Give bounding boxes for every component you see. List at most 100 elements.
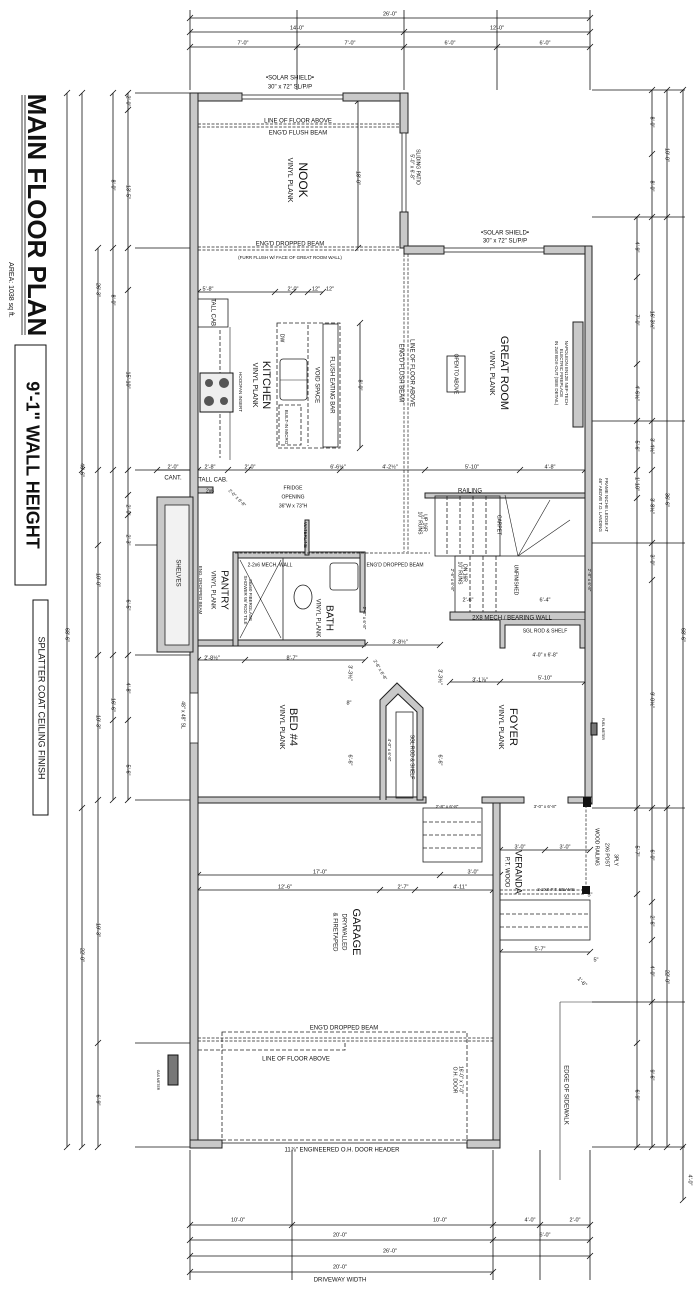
dimension-right: 6'-9" <box>634 1090 640 1101</box>
stair-up <box>434 495 501 557</box>
beam-lines <box>192 123 493 1141</box>
dimension-interior: 5" <box>587 892 592 898</box>
dimension-tick <box>541 846 549 854</box>
wall <box>232 551 239 647</box>
dimension-interior: 12" <box>312 286 320 292</box>
dimension-right: 5'-7" <box>634 846 640 857</box>
ceiling-finish-label: SPLATTER COAT CEILING FINISH <box>37 636 47 779</box>
dimension-interior: 2'-7" <box>398 884 409 890</box>
dimension-tick <box>124 716 132 724</box>
closet-wall <box>379 682 424 801</box>
note: ENG'D FLUSH BEAM <box>269 131 328 137</box>
dimension-interior: 2'-8" <box>205 464 216 470</box>
wall <box>399 92 409 134</box>
dimension-tick <box>633 890 641 898</box>
dimension-right: 7'-0" <box>634 315 640 326</box>
note: 4'-0" x 6'-8" <box>532 652 557 658</box>
room-name-bed4: BED #4 <box>287 708 299 746</box>
note: SGL ROD & SHELF <box>523 628 568 634</box>
dimension-top: 26'-0" <box>383 11 397 17</box>
dimension-tick <box>244 466 252 474</box>
dimension-tick <box>241 656 249 664</box>
burner <box>205 379 213 387</box>
room-finish-nook: VINYL PLANK <box>286 158 293 203</box>
note: DRIVEWAY WIDTH <box>314 1278 367 1284</box>
shower-icon <box>237 557 284 641</box>
dimension-lines <box>63 10 687 1280</box>
dimension-left: 19'-3" <box>95 923 101 937</box>
dimension-tick <box>94 796 102 804</box>
room-finish-foyer: VINYL PLANK <box>497 705 504 750</box>
dimension-tick <box>516 466 524 474</box>
note: 3-2X8 P.T. BEAMS <box>537 887 574 892</box>
note: 2'-6" x 6'-8" <box>450 569 455 592</box>
note: 2'-8" x 6'-8" <box>362 607 367 630</box>
dimension-interior: 6'-6½" <box>330 463 346 470</box>
note: 2'-8" x 6'-8" <box>436 804 459 809</box>
dimension-interior: 4'-8" <box>545 464 556 470</box>
dimension-tick <box>124 106 132 114</box>
wall <box>189 1139 223 1149</box>
sink-icon <box>279 358 308 401</box>
dimension-left: 5'-6" <box>125 765 131 776</box>
dimension-tick <box>94 1143 102 1151</box>
dimension-interior: 3'-3½" <box>437 669 444 685</box>
wall <box>304 519 310 556</box>
dimension-bottom: 6'-0" <box>540 1232 551 1238</box>
dimension-right: 22'-0" <box>664 970 670 984</box>
dimension-tick <box>421 466 429 474</box>
note: WATERLINE <box>303 522 308 548</box>
dimension-right: 4'-9" <box>634 242 640 253</box>
shower-x <box>239 559 282 639</box>
dimension-tick <box>124 796 132 804</box>
bath-sink-icon <box>329 562 359 591</box>
dimension-interior: 8'-0" <box>357 380 363 391</box>
dimension-interior: 6'-6" <box>347 755 353 766</box>
dimension-top: 7'-0" <box>238 40 249 46</box>
dimension-right: 3'-0" <box>649 555 655 566</box>
dimension-right: 8'-0" <box>649 181 655 192</box>
dimension-tick <box>289 288 297 296</box>
dimension-tick <box>109 796 117 804</box>
dimension-interior: 5'-7" <box>535 946 546 952</box>
winder <box>504 494 519 557</box>
dimension-right: 5'-6" <box>634 441 640 452</box>
window-bed <box>189 692 199 744</box>
wall <box>359 551 366 613</box>
wall <box>466 1139 501 1149</box>
built-in-micro <box>278 404 302 446</box>
title-block <box>14 95 49 816</box>
closet-shelf <box>395 711 414 799</box>
window-great-room <box>443 247 545 253</box>
dimension-interior: 5'-10" <box>465 464 479 470</box>
note: FUEL METER <box>601 718 605 741</box>
dimension-tick <box>124 286 132 294</box>
room-name-garage: GARAGE <box>350 908 362 955</box>
floor-above-line <box>198 1043 346 1051</box>
dimension-right: 16'-3½" <box>649 311 656 330</box>
dimension-tick <box>109 244 117 252</box>
note: (FURR FLUSH W/ FACE OF GREAT ROOM WALL) <box>238 255 342 260</box>
dimension-tick <box>496 678 504 686</box>
dimension-interior: 3'-8½" <box>392 638 408 645</box>
dimension-left: 26'-3" <box>95 283 101 297</box>
dimension-bottom: 10'-0" <box>231 1217 245 1223</box>
dimension-tick <box>94 541 102 549</box>
note: 2'-0" x 6'-8" <box>227 488 247 508</box>
note: NAPOLEON EN12E NEF-TECH <box>564 341 569 406</box>
note: 36"W x 73"H <box>279 503 308 509</box>
note: IN 2x8 BOX-OUT (SEE DETAIL) <box>554 341 559 406</box>
dimension-tick <box>78 89 86 97</box>
note: BUILT-IN MICRO <box>284 410 289 445</box>
note: TALL CAB. <box>209 298 215 328</box>
note: ENG'D FLUSH BEAM <box>397 344 403 403</box>
room-name-nook: NOOK <box>296 162 310 197</box>
eating-bar <box>322 323 339 448</box>
dimension-bottom: 20'-0" <box>333 1232 347 1238</box>
dimension-top: 7'-0" <box>345 40 356 46</box>
note: 10" RUNS <box>457 562 463 586</box>
note: TALL CAB. <box>198 478 228 484</box>
note: GAS METER <box>156 1070 160 1091</box>
dimension-tick <box>271 288 279 296</box>
dimension-interior: 3'-0" <box>468 869 479 875</box>
